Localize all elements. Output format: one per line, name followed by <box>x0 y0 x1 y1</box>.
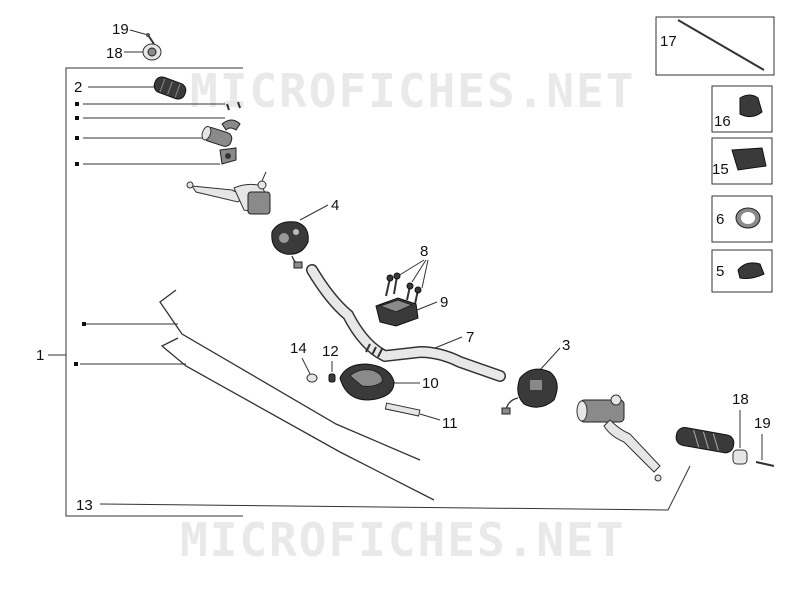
callout-17: 17 <box>660 33 677 50</box>
callout-7: 7 <box>466 329 474 346</box>
bar-end-18-right <box>732 449 748 465</box>
grip-right <box>675 427 735 454</box>
box-15 <box>711 137 773 185</box>
callout-2: 2 <box>74 79 82 96</box>
box-6 <box>711 195 773 243</box>
box-17 <box>655 16 775 76</box>
clutch-lever-assembly <box>186 171 271 215</box>
callout-16: 16 <box>714 113 731 130</box>
callout-19-right: 19 <box>754 415 771 432</box>
callout-10: 10 <box>422 375 439 392</box>
watermark-top: MICROFICHES.NET <box>190 64 635 118</box>
callout-9: 9 <box>440 294 448 311</box>
grip-2 <box>153 76 187 100</box>
callout-13: 13 <box>76 497 93 514</box>
throttle-cover <box>221 119 241 131</box>
callout-4: 4 <box>331 197 339 214</box>
callout-18-top: 18 <box>106 45 123 62</box>
brake-lever-assembly <box>576 394 662 482</box>
right-switch-3 <box>501 368 558 415</box>
left-switch-4 <box>271 221 309 269</box>
bar-end-18-top <box>142 43 162 61</box>
screw-19-right <box>755 461 775 467</box>
callout-19-top: 19 <box>112 21 129 38</box>
callout-18-right: 18 <box>732 391 749 408</box>
box-16 <box>711 85 773 133</box>
callout-8: 8 <box>420 243 428 260</box>
callout-15: 15 <box>712 161 729 178</box>
callout-3: 3 <box>562 337 570 354</box>
throttle-pulley <box>219 147 237 165</box>
kit-bracket <box>48 67 243 517</box>
callout-1: 1 <box>36 347 44 364</box>
lower-clamp-10 <box>339 363 395 401</box>
throttle-tube <box>201 125 233 147</box>
screws-8 <box>385 272 422 305</box>
callout-14: 14 <box>290 340 307 357</box>
handlebar-7 <box>306 264 506 382</box>
small-screws <box>226 101 241 111</box>
washer-14 <box>306 373 318 383</box>
upper-clamp-9 <box>375 297 419 327</box>
callout-6: 6 <box>716 211 724 228</box>
callout-11: 11 <box>442 415 458 432</box>
callout-12: 12 <box>322 343 339 360</box>
throttle-cable <box>74 337 435 501</box>
leader-8 <box>397 259 429 289</box>
watermark-bottom: MICROFICHES.NET <box>180 513 625 567</box>
bolt-11 <box>384 402 421 417</box>
kit-bullet-lines <box>75 102 225 166</box>
callout-5: 5 <box>716 263 724 280</box>
screw-19-top <box>146 33 155 45</box>
clutch-cable <box>82 289 421 461</box>
spring-12 <box>328 373 336 383</box>
box-5 <box>711 249 773 293</box>
